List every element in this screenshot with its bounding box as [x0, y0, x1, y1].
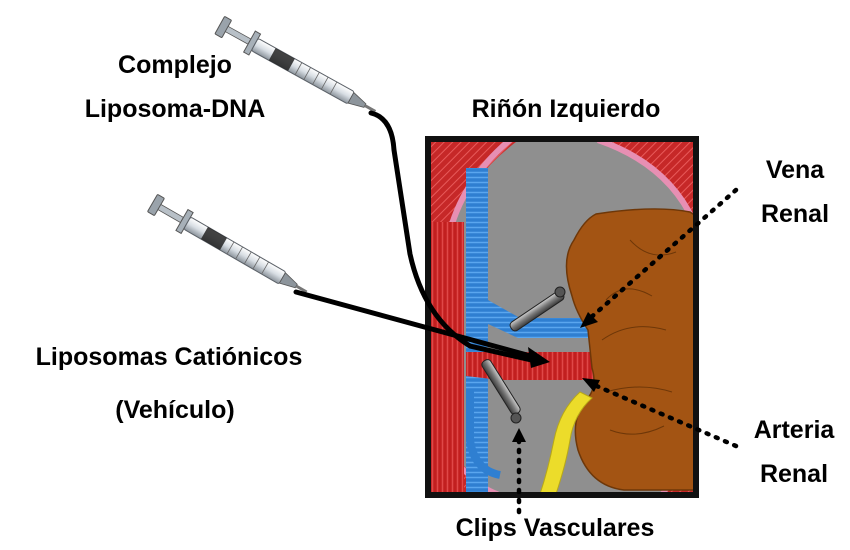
kidney-illustration	[428, 139, 696, 495]
label-vena-line2: Renal	[740, 198, 850, 231]
syringe-icon	[147, 193, 313, 303]
label-vena-line1: Vena	[740, 154, 850, 187]
label-clips: Clips Vasculares	[410, 512, 700, 545]
kidney-title: Riñón Izquierdo	[436, 93, 696, 126]
label-complejo-line2: Liposoma-DNA	[60, 93, 290, 126]
label-complejo-line1: Complejo	[60, 49, 290, 82]
label-cationicos-line1: Liposomas Catiónicos	[0, 341, 338, 374]
label-cationicos-line2: (Vehículo)	[60, 394, 290, 427]
aorta	[428, 222, 464, 495]
label-arteria-line1: Arteria	[738, 414, 850, 447]
label-arteria-line2: Renal	[738, 458, 850, 491]
